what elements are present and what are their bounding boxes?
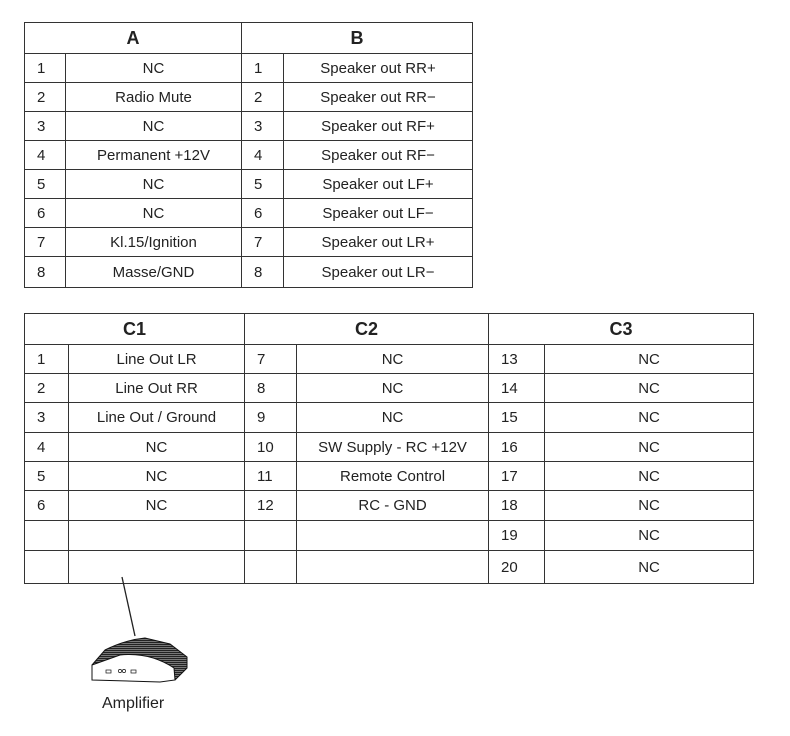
pin-c1 — [24, 550, 69, 584]
signal-a: NC — [65, 198, 242, 228]
signal-b: Speaker out LR+ — [283, 227, 473, 257]
pin-c2: 9 — [244, 402, 298, 433]
signal-c1 — [67, 550, 246, 584]
pin-c2: 12 — [244, 490, 298, 521]
signal-b: Speaker out RF+ — [283, 111, 473, 141]
pin-c3: 15 — [488, 402, 546, 433]
header-c1: C1 — [23, 313, 246, 345]
signal-a: Permanent +12V — [65, 140, 242, 170]
signal-c2: RC - GND — [296, 490, 490, 521]
signal-c1: NC — [67, 490, 246, 521]
pin-b: 8 — [241, 256, 284, 288]
pin-b: 6 — [241, 198, 284, 228]
pin-b: 1 — [241, 53, 284, 83]
signal-c2 — [296, 550, 490, 584]
signal-c1: Line Out RR — [67, 373, 246, 403]
pin-c1 — [24, 520, 69, 551]
signal-c1: Line Out LR — [67, 344, 246, 374]
pin-a: 8 — [24, 256, 66, 288]
pin-c3: 13 — [488, 344, 546, 374]
signal-c3: NC — [544, 490, 755, 521]
signal-a: Kl.15/Ignition — [65, 227, 242, 257]
signal-c1: NC — [67, 461, 246, 491]
pin-c1: 1 — [24, 344, 69, 374]
header-b: B — [241, 22, 473, 54]
signal-c3: NC — [544, 461, 755, 491]
signal-c3: NC — [544, 550, 755, 584]
signal-c2: NC — [296, 373, 490, 403]
signal-c1: NC — [67, 432, 246, 462]
pin-c2 — [244, 550, 298, 584]
pin-c1: 6 — [24, 490, 69, 521]
signal-b: Speaker out RR+ — [283, 53, 473, 83]
signal-c2: NC — [296, 402, 490, 433]
signal-a: Masse/GND — [65, 256, 242, 288]
pin-a: 2 — [24, 82, 66, 112]
pin-c2: 8 — [244, 373, 298, 403]
pin-a: 3 — [24, 111, 66, 141]
pin-c2: 7 — [244, 344, 298, 374]
header-a: A — [24, 22, 242, 54]
pin-c2: 11 — [244, 461, 298, 491]
signal-c3: NC — [544, 344, 755, 374]
amplifier-label: Amplifier — [102, 695, 165, 712]
pin-c1: 2 — [24, 373, 69, 403]
pin-c3: 16 — [488, 432, 546, 462]
pin-c3: 20 — [488, 550, 546, 584]
signal-b: Speaker out LR− — [283, 256, 473, 288]
amplifier-icon — [91, 637, 188, 683]
pin-c3: 18 — [488, 490, 546, 521]
